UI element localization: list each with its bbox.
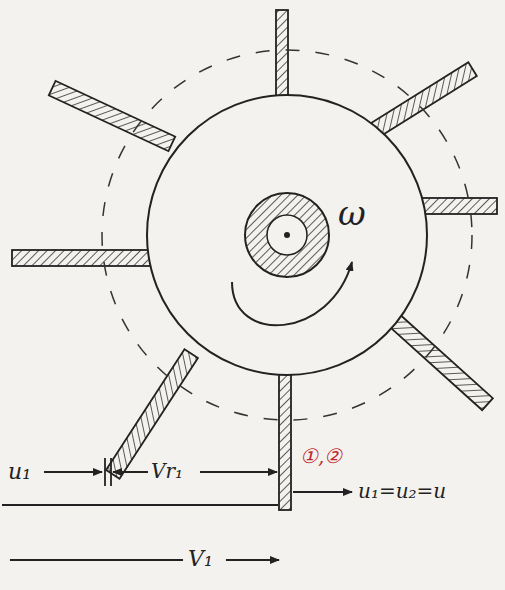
velocity-label: V₁ (188, 548, 213, 570)
section-number: ①,② (300, 446, 342, 466)
shaft (267, 215, 307, 255)
velocity-label: Vr₁ (151, 461, 183, 481)
center-dot (284, 232, 290, 238)
hub (245, 193, 329, 277)
velocity-lines (2, 458, 352, 560)
dashed-path (102, 50, 472, 420)
velocity-relation: u₁=u₂=u (358, 481, 446, 501)
velocity-label: u₁ (8, 461, 31, 483)
wheel-disc (147, 95, 427, 375)
omega-symbol: ω (338, 196, 366, 230)
rotation-arrow (232, 262, 352, 325)
blades (12, 10, 497, 510)
